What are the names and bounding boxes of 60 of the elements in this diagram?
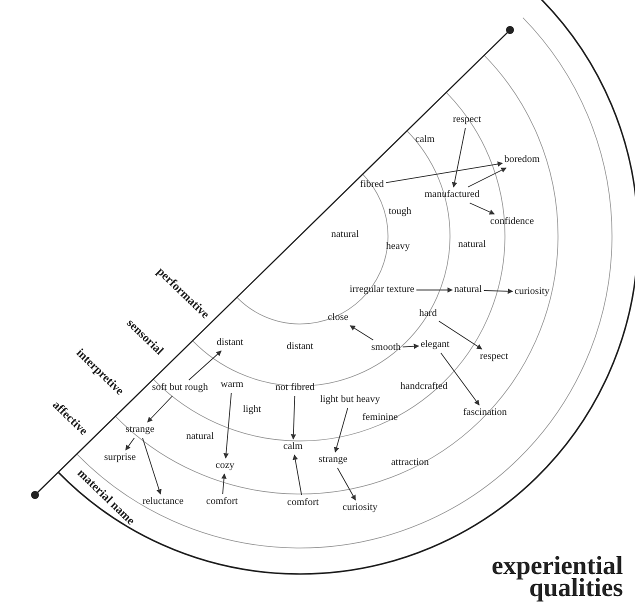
- quality-word: surprise: [104, 452, 136, 464]
- quality-word: not fibred: [275, 382, 315, 394]
- quality-word: warm: [220, 379, 244, 391]
- quality-word: elegant: [420, 339, 450, 351]
- quality-word: close: [328, 312, 348, 324]
- arrow: [334, 408, 348, 453]
- quality-word: natural: [454, 284, 482, 296]
- arrow: [452, 128, 466, 188]
- quality-word: light but heavy: [320, 394, 380, 406]
- arrow: [402, 344, 420, 349]
- quality-word: calm: [283, 441, 303, 453]
- quality-word: natural: [458, 239, 486, 251]
- quality-word: light: [242, 404, 262, 416]
- quality-word: comfort: [287, 497, 319, 509]
- arrow: [483, 288, 514, 294]
- quality-word: curiosity: [514, 286, 550, 298]
- quality-word: distant: [286, 341, 314, 353]
- quality-word: distant: [216, 337, 244, 349]
- arrow: [350, 325, 374, 340]
- quality-word: attraction: [391, 457, 429, 469]
- quality-word: boredom: [504, 154, 540, 166]
- quality-word: comfort: [206, 496, 238, 508]
- quality-word: handcrafted: [400, 381, 448, 393]
- quality-word: fascination: [463, 407, 507, 419]
- quality-word: fibred: [360, 179, 384, 191]
- quality-word: smooth: [371, 342, 401, 354]
- quality-word: soft but rough: [152, 382, 208, 394]
- quality-word: calm: [415, 134, 435, 146]
- quality-word: hard: [419, 308, 437, 320]
- quality-word: respect: [480, 351, 508, 363]
- quality-word: irregular texture: [350, 284, 414, 296]
- arrow: [290, 396, 296, 440]
- quality-word: respect: [452, 114, 482, 126]
- quality-word: natural: [331, 229, 359, 241]
- arrow: [188, 350, 222, 380]
- quality-word: tough: [388, 206, 412, 218]
- arrow: [438, 320, 482, 350]
- arrow: [469, 202, 495, 215]
- arrow: [223, 392, 232, 459]
- quality-word: natural: [186, 431, 214, 443]
- quality-word: feminine: [362, 412, 398, 424]
- quality-word: manufactured: [424, 189, 480, 201]
- arrow: [292, 454, 302, 496]
- arrow: [125, 438, 135, 451]
- quality-word: curiosity: [342, 502, 378, 514]
- arrow: [386, 161, 503, 184]
- diagram-title: experiential qualities: [490, 555, 623, 599]
- arrow: [221, 473, 227, 494]
- quality-word: heavy: [386, 241, 410, 253]
- arrow: [416, 287, 453, 293]
- quality-word: cozy: [216, 460, 234, 472]
- quality-word: strange: [126, 424, 154, 436]
- arrow: [440, 352, 480, 406]
- arrow: [142, 438, 162, 495]
- quality-word: confidence: [490, 216, 534, 228]
- quality-word: reluctance: [142, 496, 184, 508]
- arrow: [147, 396, 173, 422]
- arrow: [468, 168, 507, 188]
- arrow: [337, 468, 356, 501]
- quality-word: strange: [318, 454, 348, 466]
